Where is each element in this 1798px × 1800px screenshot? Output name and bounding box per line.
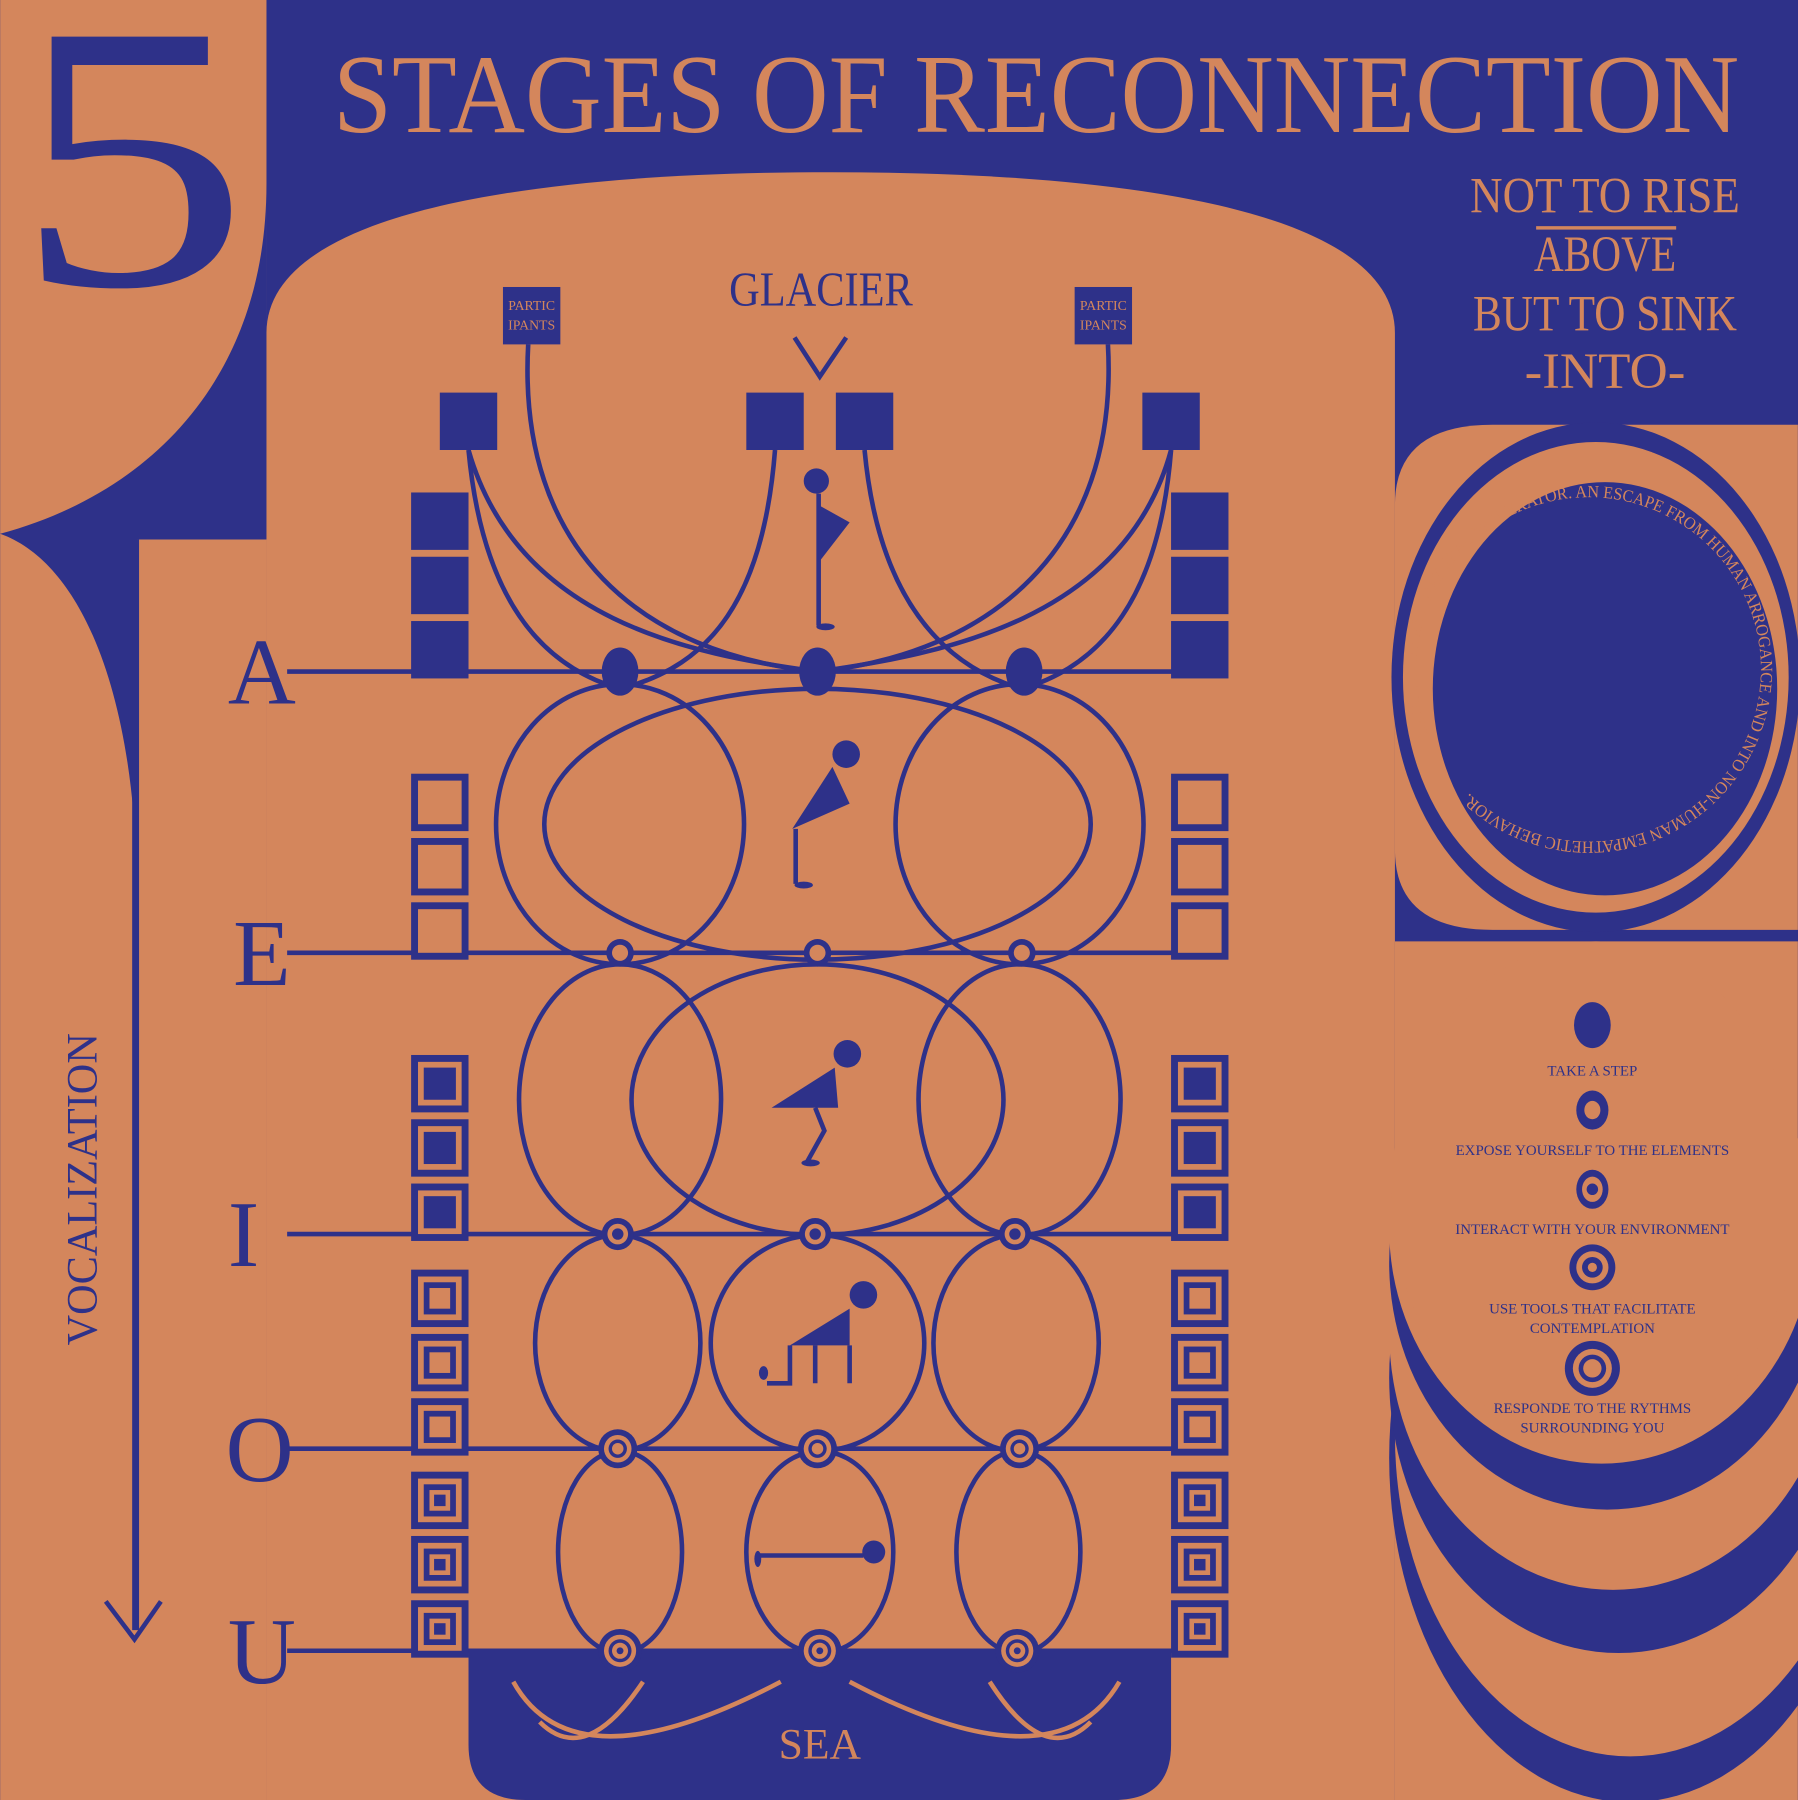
sea: SEA [468,1650,1172,1800]
left-crescent [0,183,267,873]
rail-square [1171,1054,1229,1113]
rail-square [1171,492,1229,550]
legend-label: SURROUNDING YOU [1520,1421,1664,1437]
step-node [797,1429,838,1469]
rail-square [411,902,469,960]
rail-square [1171,902,1229,960]
legend-label: INTERACT WITH YOUR ENVIRONMENT [1455,1222,1729,1238]
down-arrow-icon [103,1600,163,1644]
participants-box-right: PARTIC IPANTS [1074,286,1133,345]
step-node [803,939,832,967]
rail-square [411,1333,469,1392]
step-node [601,1217,634,1251]
figure-lying [754,1540,886,1567]
legend-label: CONTEMPLATION [1530,1321,1655,1337]
rail-square [1171,1600,1229,1658]
step-node [598,1429,638,1469]
rail-square [411,1054,469,1113]
rail-square [1171,1269,1229,1328]
figure-crouching [771,1040,862,1167]
rail-square [411,1183,469,1241]
step-node [995,1628,1040,1673]
rail-square [1171,1398,1229,1456]
slogan: NOT TO RISE ABOVE BUT TO SINK -INTO- [1470,167,1740,399]
vowel-a: A [228,621,296,725]
svg-text:IPANTS: IPANTS [508,317,555,332]
step-node [606,939,634,967]
slogan-line: ABOVE [1534,226,1676,282]
step-node [601,647,639,696]
rail-square [411,492,469,550]
double-ring-icon [1569,1244,1616,1291]
figure-standing [803,468,850,631]
step-node [1008,939,1036,967]
rail-square [411,1600,469,1658]
svg-text:IPANTS: IPANTS [1080,317,1127,332]
step-node [998,1217,1032,1251]
stage-number: 5 [14,0,249,367]
step-node [799,1217,832,1251]
svg-text:PARTIC: PARTIC [508,298,555,313]
rail-square [411,1119,469,1177]
step-node [1005,647,1043,696]
rail-square [1171,1471,1229,1530]
glacier-label: GLACIER [729,263,913,316]
circle-emblem: LANDSCAPE AS A NATURAL MODERATOR. AN ESC… [1391,422,1798,933]
participants-box-left: PARTIC IPANTS [502,286,561,345]
slogan-line: -INTO- [1525,343,1686,399]
rail-square [411,1398,469,1456]
rail-square [411,621,469,679]
vowel-u: U [228,1600,296,1704]
filled-dot-icon [1574,1002,1611,1049]
rail-square [1171,1535,1229,1594]
rail-square [411,1269,469,1328]
svg-text:PARTIC: PARTIC [1080,298,1127,313]
legend-label: RESPONDE TO THE RYTHMS [1494,1401,1692,1417]
rail-square [1171,1119,1229,1177]
dotted-ring-icon [1576,1169,1609,1209]
slogan-line: BUT TO SINK [1473,286,1737,342]
rail-square [1171,621,1229,679]
figure-bending [792,740,860,889]
legend: TAKE A STEP EXPOSE YOURSELF TO THE ELEME… [1455,1002,1730,1437]
rail-square [411,1471,469,1530]
rail-square [411,773,469,832]
step-node [799,647,836,696]
chevron-down-icon [792,336,849,381]
rail-square [1171,1333,1229,1392]
legend-label: TAKE A STEP [1547,1064,1637,1080]
vowel-i: I [228,1183,259,1287]
sea-label: SEA [779,1721,862,1769]
step-node [598,1628,642,1673]
rail-square [411,556,469,615]
page-title: STAGES OF RECONNECTION [333,33,1739,157]
rail-square [1171,556,1229,615]
vocalization-label: VOCALIZATION [59,1033,107,1345]
rail-square [411,1535,469,1594]
step-node [797,1628,842,1673]
vowel-e: E [233,902,291,1006]
rail-square [1171,773,1229,832]
ring-icon [1576,1090,1609,1130]
rail-square [1171,1183,1229,1241]
legend-label: USE TOOLS THAT FACILITATE [1489,1301,1696,1317]
rail-square [1171,838,1229,896]
step-node [1000,1429,1040,1469]
legend-label: EXPOSE YOURSELF TO THE ELEMENTS [1456,1143,1730,1159]
slogan-line: NOT TO RISE [1470,167,1740,223]
triple-ring-icon [1564,1340,1620,1396]
vowel-o: O [226,1398,294,1502]
rail-square [411,838,469,896]
